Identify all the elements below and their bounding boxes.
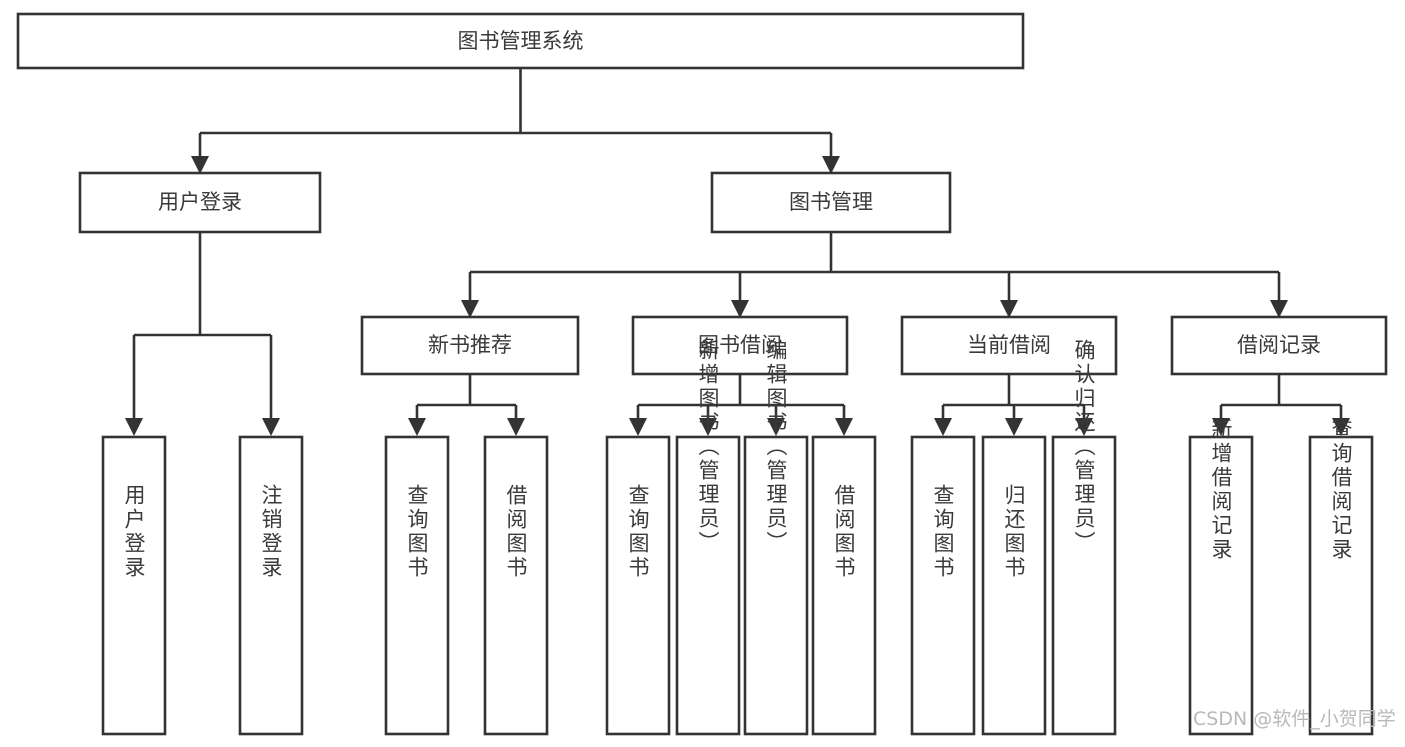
node-root[interactable]: 图书管理系统	[16, 12, 1025, 70]
arrow-head-icon	[461, 300, 479, 318]
leaf-query-book-recommend-label: 查询图书	[405, 484, 429, 580]
leaf-confirm-return-admin-box[interactable]	[1051, 435, 1117, 736]
leaf-node-add-book-admin[interactable]: 新增图书（管理员）	[675, 339, 741, 736]
leaf-node-borrow-book-recommend[interactable]: 借阅图书	[483, 435, 549, 736]
leaf-borrow-book-recommend-box[interactable]	[483, 435, 549, 736]
leaf-query-book-recommend-box[interactable]	[384, 435, 450, 736]
arrow-head-icon	[1332, 418, 1350, 436]
arrow-head-icon	[629, 418, 647, 436]
node-current-borrow-label: 当前借阅	[967, 333, 1051, 357]
connector-group-book-management	[461, 232, 1288, 318]
node-user-login-box[interactable]	[78, 171, 322, 234]
leaf-edit-book-admin-box[interactable]	[743, 435, 809, 736]
arrow-head-icon	[125, 418, 143, 436]
leaf-add-book-admin-box[interactable]	[675, 435, 741, 736]
leaf-borrow-book-label: 借阅图书	[832, 484, 856, 580]
connector-group-current-borrow	[934, 374, 1093, 436]
leaf-confirm-return-admin-label: 确认归还（管理员）	[1072, 339, 1096, 555]
leaf-node-borrow-book[interactable]: 借阅图书	[811, 435, 877, 736]
leaf-node-edit-book-admin[interactable]: 编辑图书（管理员）	[743, 339, 809, 736]
leaf-query-book-current-box[interactable]	[910, 435, 976, 736]
leaf-borrow-book-recommend-label: 借阅图书	[504, 484, 528, 580]
arrow-head-icon	[1212, 418, 1230, 436]
connector-group-new-book-recommend	[408, 374, 525, 436]
leaf-node-confirm-return-admin[interactable]: 确认归还（管理员）	[1051, 339, 1117, 736]
node-borrow-record-box[interactable]	[1170, 315, 1388, 376]
node-root-label: 图书管理系统	[458, 29, 584, 53]
leaf-node-add-borrow-record[interactable]: 新增借阅记录	[1188, 418, 1254, 736]
arrow-head-icon	[934, 418, 952, 436]
arrow-head-icon	[835, 418, 853, 436]
leaf-query-book-current-label: 查询图书	[931, 484, 955, 580]
leaf-add-borrow-record-box[interactable]	[1188, 435, 1254, 736]
arrow-head-icon	[507, 418, 525, 436]
leaf-user-logout-label: 注销登录	[259, 484, 283, 580]
arrow-head-icon	[1000, 300, 1018, 318]
node-user-login-label: 用户登录	[158, 190, 242, 214]
node-book-management-label: 图书管理	[789, 190, 873, 214]
leaf-query-book-borrow-box[interactable]	[605, 435, 671, 736]
leaf-return-book-box[interactable]	[981, 435, 1047, 736]
leaf-node-user-login[interactable]: 用户登录	[101, 435, 167, 736]
arrow-head-icon	[699, 418, 717, 436]
leaf-query-book-borrow-label: 查询图书	[626, 484, 650, 580]
node-current-borrow-box[interactable]	[900, 315, 1118, 376]
leaf-node-query-borrow-record[interactable]: 查询借阅记录	[1308, 418, 1374, 736]
arrow-head-icon	[1005, 418, 1023, 436]
arrow-head-icon	[767, 418, 785, 436]
arrow-head-icon	[1270, 300, 1288, 318]
leaf-node-query-book-recommend[interactable]: 查询图书	[384, 435, 450, 736]
arrow-head-icon	[822, 156, 840, 174]
leaf-node-user-logout[interactable]: 注销登录	[238, 435, 304, 736]
node-root-box[interactable]	[16, 12, 1025, 70]
leaf-query-borrow-record-box[interactable]	[1308, 435, 1374, 736]
node-user-login[interactable]: 用户登录	[78, 171, 322, 234]
node-new-book-recommend-box[interactable]	[360, 315, 580, 376]
node-book-borrow[interactable]: 图书借阅	[631, 315, 849, 376]
arrow-head-icon	[1075, 418, 1093, 436]
leaf-add-borrow-record-label: 新增借阅记录	[1209, 418, 1233, 562]
leaf-borrow-book-box[interactable]	[811, 435, 877, 736]
node-current-borrow[interactable]: 当前借阅	[900, 315, 1118, 376]
arrow-head-icon	[191, 156, 209, 174]
node-borrow-record[interactable]: 借阅记录	[1170, 315, 1388, 376]
node-new-book-recommend[interactable]: 新书推荐	[360, 315, 580, 376]
leaf-user-login-label: 用户登录	[122, 484, 146, 580]
leaf-node-return-book[interactable]: 归还图书	[981, 435, 1047, 736]
connector-group-user-login	[125, 232, 280, 436]
connector-group-borrow-record	[1212, 374, 1350, 436]
leaf-node-query-book-current[interactable]: 查询图书	[910, 435, 976, 736]
arrow-head-icon	[408, 418, 426, 436]
node-new-book-recommend-label: 新书推荐	[428, 333, 512, 357]
leaf-user-login-box[interactable]	[101, 435, 167, 736]
leaf-edit-book-admin-label: 编辑图书（管理员）	[764, 339, 788, 555]
connector-group-book-borrow	[629, 374, 853, 436]
node-book-borrow-label: 图书借阅	[698, 333, 782, 357]
leaf-query-borrow-record-label: 查询借阅记录	[1329, 418, 1353, 562]
connector-group-root	[191, 68, 840, 174]
arrow-head-icon	[262, 418, 280, 436]
arrow-head-icon	[731, 300, 749, 318]
node-borrow-record-label: 借阅记录	[1237, 333, 1321, 357]
leaf-user-logout-box[interactable]	[238, 435, 304, 736]
node-book-borrow-box[interactable]	[631, 315, 849, 376]
leaf-add-book-admin-label: 新增图书（管理员）	[696, 339, 720, 555]
leaf-node-query-book-borrow[interactable]: 查询图书	[605, 435, 671, 736]
leaf-return-book-label: 归还图书	[1002, 484, 1026, 580]
node-book-management-box[interactable]	[710, 171, 952, 234]
node-book-management[interactable]: 图书管理	[710, 171, 952, 234]
